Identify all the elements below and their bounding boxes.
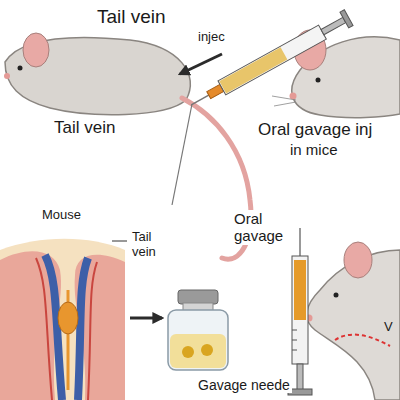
- vial: [178, 290, 218, 304]
- figure-label: Mouse: [40, 208, 83, 223]
- gavage-syringe: [297, 364, 303, 390]
- anatomy-section: [88, 262, 97, 400]
- partial-label: injec: [196, 30, 227, 45]
- gavage-syringe: [292, 330, 297, 350]
- pointer-arrow: [180, 54, 222, 74]
- heading-label: Tail vein: [95, 6, 168, 28]
- site-label: in mice: [288, 141, 340, 158]
- mouse-right: [290, 93, 297, 100]
- mouse-gavage: [335, 335, 390, 346]
- mouse-left: [4, 73, 10, 79]
- syringe-top: [172, 10, 353, 205]
- anatomy-section: [0, 239, 127, 400]
- vial: [170, 334, 226, 368]
- vial: [182, 346, 194, 358]
- site-label: Oral gavage: [232, 210, 298, 245]
- mouse-left: [4, 33, 251, 259]
- anatomy-section: [58, 302, 78, 334]
- syringe-top: [219, 47, 287, 93]
- syringe-top: [191, 95, 208, 105]
- mouse-left: [23, 33, 49, 67]
- anatomy-section: [0, 251, 61, 400]
- mouse-right: [316, 78, 321, 83]
- gavage-syringe: [292, 256, 308, 364]
- gavage-syringe: [299, 228, 301, 256]
- syringe-top: [172, 104, 192, 205]
- gavage-syringe: [288, 228, 312, 395]
- anatomy-section: [112, 241, 127, 242]
- callout-label: Tail vein: [130, 230, 168, 260]
- vial: [201, 344, 213, 356]
- syringe-top: [218, 25, 326, 95]
- mouse-right: [272, 96, 296, 106]
- gavage-syringe: [294, 260, 306, 320]
- anatomy-section: [75, 255, 125, 400]
- site-label: Oral gavage inj: [256, 120, 374, 140]
- anatomy-section: [0, 239, 125, 400]
- site-label: Tail vein: [52, 118, 117, 138]
- syringe-top: [340, 10, 353, 28]
- vial: [168, 290, 228, 370]
- mouse-gavage: [334, 293, 339, 298]
- syringe-top: [187, 10, 353, 113]
- mouse-gavage: [344, 242, 372, 278]
- part-label: Gavage neede: [196, 377, 292, 393]
- mouse-gavage: [306, 242, 400, 400]
- partial-label: V: [384, 320, 393, 335]
- anatomy-section: [36, 258, 52, 400]
- anatomy-section: [78, 258, 88, 400]
- syringe-top: [321, 17, 346, 34]
- pointer-arrow: [130, 317, 162, 320]
- vial: [168, 310, 228, 370]
- mouse-left: [18, 66, 23, 71]
